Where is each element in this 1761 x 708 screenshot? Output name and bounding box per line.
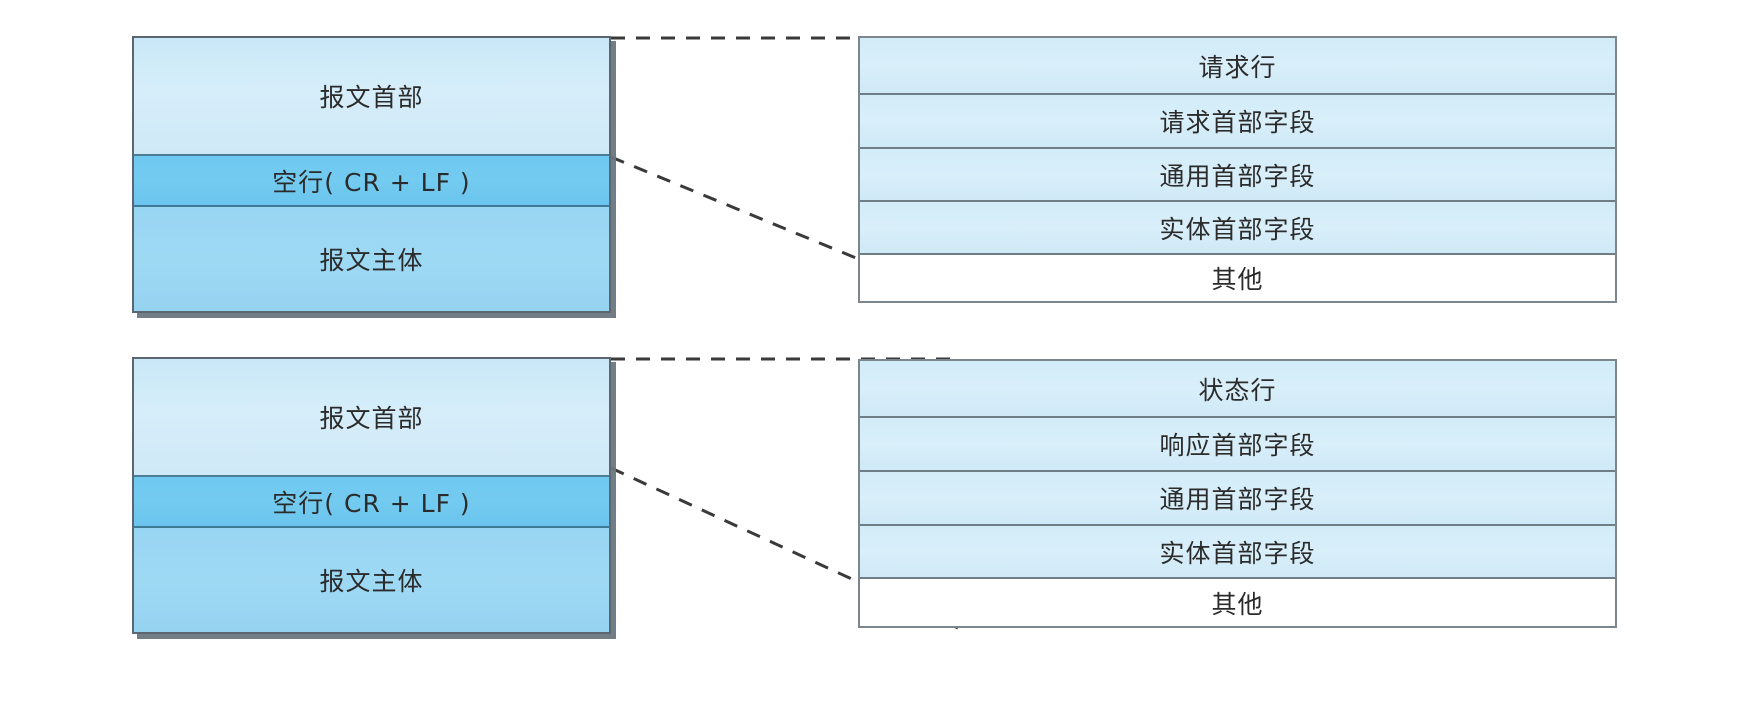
request-row-header-label: 报文首部 — [319, 83, 424, 112]
request-detail-label-entity-header-fields: 实体首部字段 — [1159, 214, 1316, 244]
request-detail-row-entity-header-fields: 实体首部字段 — [860, 202, 1615, 255]
response-detail-row-other: 其他 — [860, 579, 1615, 626]
response-row-header: 报文首部 — [134, 359, 609, 477]
request-row-blank-line: 空行( CR + LF ) — [134, 156, 609, 207]
request-row-body-label: 报文主体 — [319, 246, 424, 275]
response-row-header-label: 报文首部 — [319, 404, 424, 433]
response-detail-row-response-header-fields: 响应首部字段 — [860, 418, 1615, 472]
request-detail-label-general-header-fields: 通用首部字段 — [1159, 161, 1316, 191]
response-header-detail: 状态行 响应首部字段 通用首部字段 实体首部字段 其他 — [858, 359, 1617, 628]
request-row-body: 报文主体 — [134, 207, 609, 311]
request-detail-row-start-line: 请求行 — [860, 38, 1615, 95]
request-detail-row-other: 其他 — [860, 255, 1615, 301]
request-detail-label-request-header-fields: 请求首部字段 — [1159, 108, 1316, 137]
response-row-blank-line: 空行( CR + LF ) — [134, 477, 609, 528]
response-detail-row-start-line: 状态行 — [860, 361, 1615, 418]
response-row-blank-line-label: 空行( CR + LF ) — [272, 488, 471, 518]
response-message-box: 报文首部 空行( CR + LF ) 报文主体 — [132, 357, 611, 634]
response-row-body: 报文主体 — [134, 528, 609, 632]
response-detail-label-response-header-fields: 响应首部字段 — [1159, 431, 1316, 460]
response-detail-label-other: 其他 — [1211, 589, 1264, 619]
request-detail-row-request-header-fields: 请求首部字段 — [860, 95, 1615, 149]
request-row-header: 报文首部 — [134, 38, 609, 156]
request-detail-label-other: 其他 — [1211, 265, 1264, 294]
response-detail-row-general-header-fields: 通用首部字段 — [860, 472, 1615, 526]
request-message-box: 报文首部 空行( CR + LF ) 报文主体 — [132, 36, 611, 313]
request-detail-row-general-header-fields: 通用首部字段 — [860, 149, 1615, 202]
request-row-blank-line-label: 空行( CR + LF ) — [272, 167, 471, 197]
response-detail-row-entity-header-fields: 实体首部字段 — [860, 526, 1615, 579]
response-detail-label-start-line: 状态行 — [1198, 375, 1277, 405]
response-detail-label-general-header-fields: 通用首部字段 — [1159, 485, 1316, 514]
response-row-body-label: 报文主体 — [319, 567, 424, 596]
request-detail-label-start-line: 请求行 — [1198, 52, 1277, 82]
request-header-detail: 请求行 请求首部字段 通用首部字段 实体首部字段 其他 — [858, 36, 1617, 303]
response-detail-label-entity-header-fields: 实体首部字段 — [1159, 538, 1316, 568]
